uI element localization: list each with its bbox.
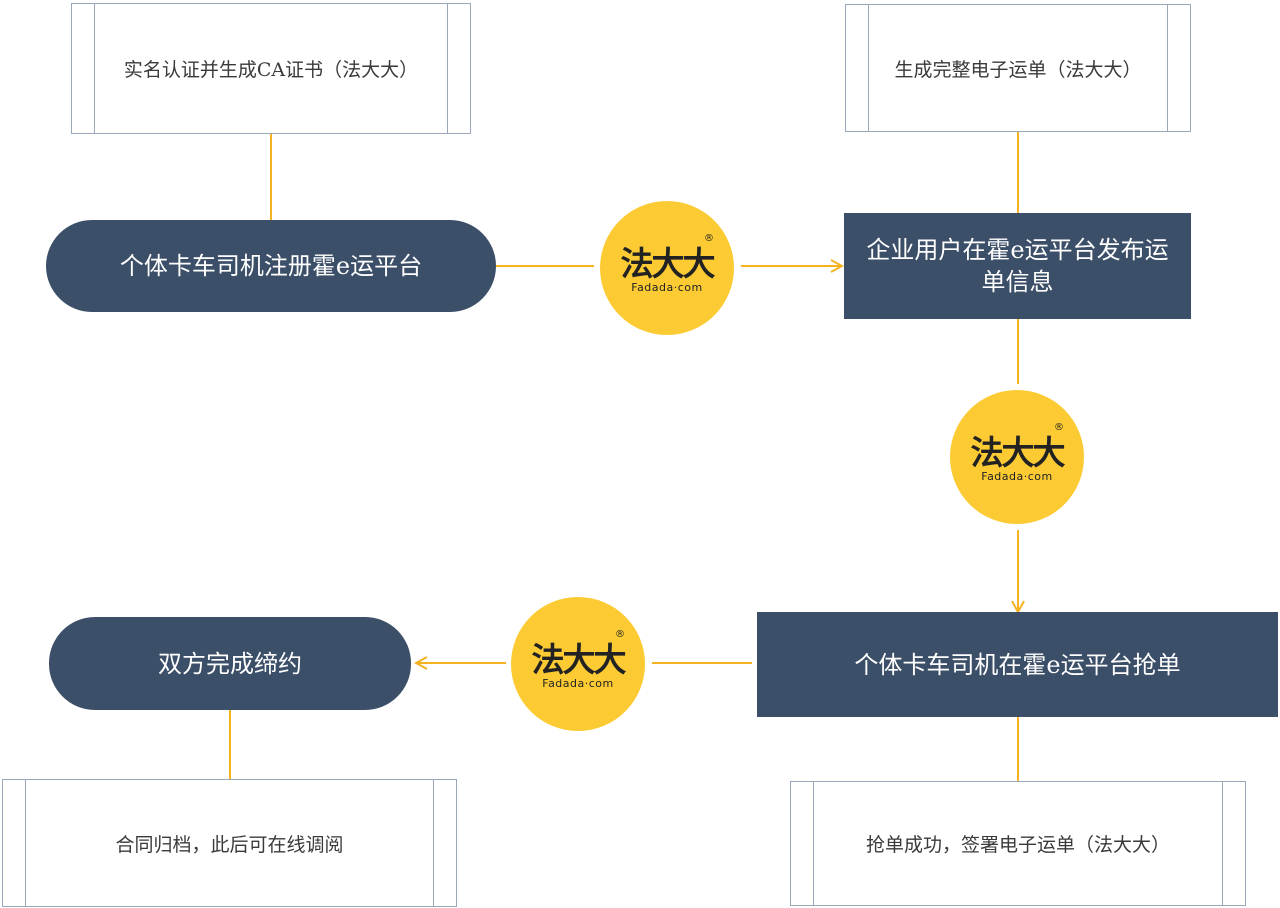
node-contract-archive: 合同归档，此后可在线调阅	[2, 779, 457, 907]
fadada-logo-2: ® 法大大 Fadada·com	[950, 390, 1084, 524]
node-driver-grab: 个体卡车司机在霍e运平台抢单	[757, 612, 1278, 717]
node-both-sign-label: 双方完成缔约	[158, 649, 302, 678]
node-grab-success-label: 抢单成功，签署电子运单（法大大）	[865, 834, 1170, 856]
node-ca-certificate: 实名认证并生成CA证书（法大大）	[71, 3, 471, 134]
fadada-logo-1: ® 法大大 Fadada·com	[600, 201, 734, 335]
node-contract-archive-label: 合同归档，此后可在线调阅	[115, 833, 344, 856]
registered-mark: ®	[704, 233, 714, 244]
node-full-waybill: 生成完整电子运单（法大大）	[845, 4, 1191, 132]
registered-mark: ®	[1054, 422, 1064, 433]
registered-mark: ®	[615, 629, 625, 640]
logo-subtitle: Fadada·com	[981, 470, 1053, 483]
node-both-sign: 双方完成缔约	[49, 617, 411, 710]
node-ca-certificate-label: 实名认证并生成CA证书（法大大）	[123, 59, 419, 81]
node-driver-register: 个体卡车司机注册霍e运平台	[46, 220, 496, 312]
node-grab-success: 抢单成功，签署电子运单（法大大）	[790, 781, 1246, 906]
node-enterprise-publish: 企业用户在霍e运平台发布运单信息	[844, 213, 1191, 319]
node-full-waybill-label: 生成完整电子运单（法大大）	[894, 58, 1142, 81]
logo-subtitle: Fadada·com	[542, 677, 614, 690]
logo-subtitle: Fadada·com	[631, 281, 703, 294]
fadada-logo-3: ® 法大大 Fadada·com	[511, 597, 645, 731]
node-driver-register-label: 个体卡车司机注册霍e运平台	[119, 252, 423, 280]
node-driver-grab-label: 个体卡车司机在霍e运平台抢单	[854, 650, 1181, 679]
logo-mark: 法大大	[531, 640, 627, 679]
logo-mark: 法大大	[970, 433, 1066, 472]
node-enterprise-publish-label: 企业用户在霍e运平台发布运单信息	[866, 236, 1169, 296]
logo-mark: 法大大	[620, 244, 716, 283]
